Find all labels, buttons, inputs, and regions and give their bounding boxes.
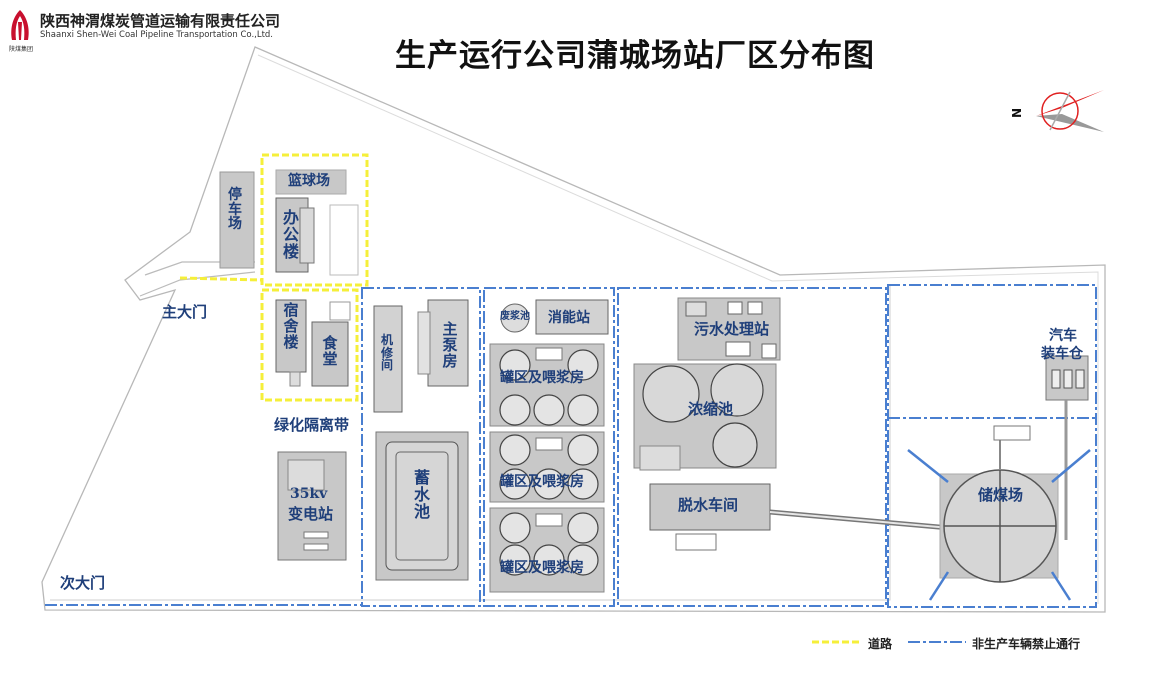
label-canteen: 食堂 <box>322 334 338 368</box>
label-thickener: 浓缩池 <box>688 400 734 418</box>
label-green-belt: 绿化隔离带 <box>274 416 350 434</box>
label-office: 办公楼 <box>282 208 299 261</box>
label-basketball: 篮球场 <box>288 173 330 189</box>
label-repair-shop: 机修间 <box>380 333 393 373</box>
label-dewatering: 脱水车间 <box>678 496 739 514</box>
label-tank-area-2: 罐区及喂浆房 <box>500 474 584 490</box>
label-fire-station: 消能站 <box>548 310 590 326</box>
label-second-gate: 次大门 <box>60 574 106 592</box>
label-tank-area-3: 罐区及喂浆房 <box>500 560 584 576</box>
logo-caption: 陕煤集团 <box>8 46 33 53</box>
label-substation-kv: 35kv <box>290 486 328 502</box>
label-main-gate: 主大门 <box>162 303 208 321</box>
label-tank-area-1: 罐区及喂浆房 <box>500 370 584 386</box>
legend-road-label: 道路 <box>868 637 893 651</box>
label-main-pump: 主泵房 <box>442 320 458 370</box>
label-truck-loading-2: 装车仓 <box>1041 346 1083 362</box>
label-dorm: 宿舍楼 <box>283 301 299 351</box>
north-arrow-icon <box>1036 90 1104 132</box>
company-logo: 陕煤集团 <box>6 8 34 53</box>
label-parking: 停车场 <box>228 187 242 233</box>
page-title: 生产运行公司蒲城场站厂区分布图 <box>395 38 875 74</box>
label-sewage-station: 污水处理站 <box>694 320 770 338</box>
compass-letter: N <box>1010 107 1025 119</box>
label-coal-yard: 储煤场 <box>978 486 1024 504</box>
company-name-cn: 陕西神渭煤炭管道运输有限责任公司 <box>40 12 281 30</box>
label-truck-loading-1: 汽车 <box>1049 328 1077 344</box>
company-name-en: Shaanxi Shen-Wei Coal Pipeline Transport… <box>40 30 274 40</box>
label-waste-pool: 废浆池 <box>500 311 530 322</box>
label-reservoir: 蓄水池 <box>413 468 430 521</box>
legend-restricted-label: 非生产车辆禁止通行 <box>972 637 1081 651</box>
shaanxi-coal-logo-icon <box>11 10 29 40</box>
label-substation: 变电站 <box>288 505 334 523</box>
